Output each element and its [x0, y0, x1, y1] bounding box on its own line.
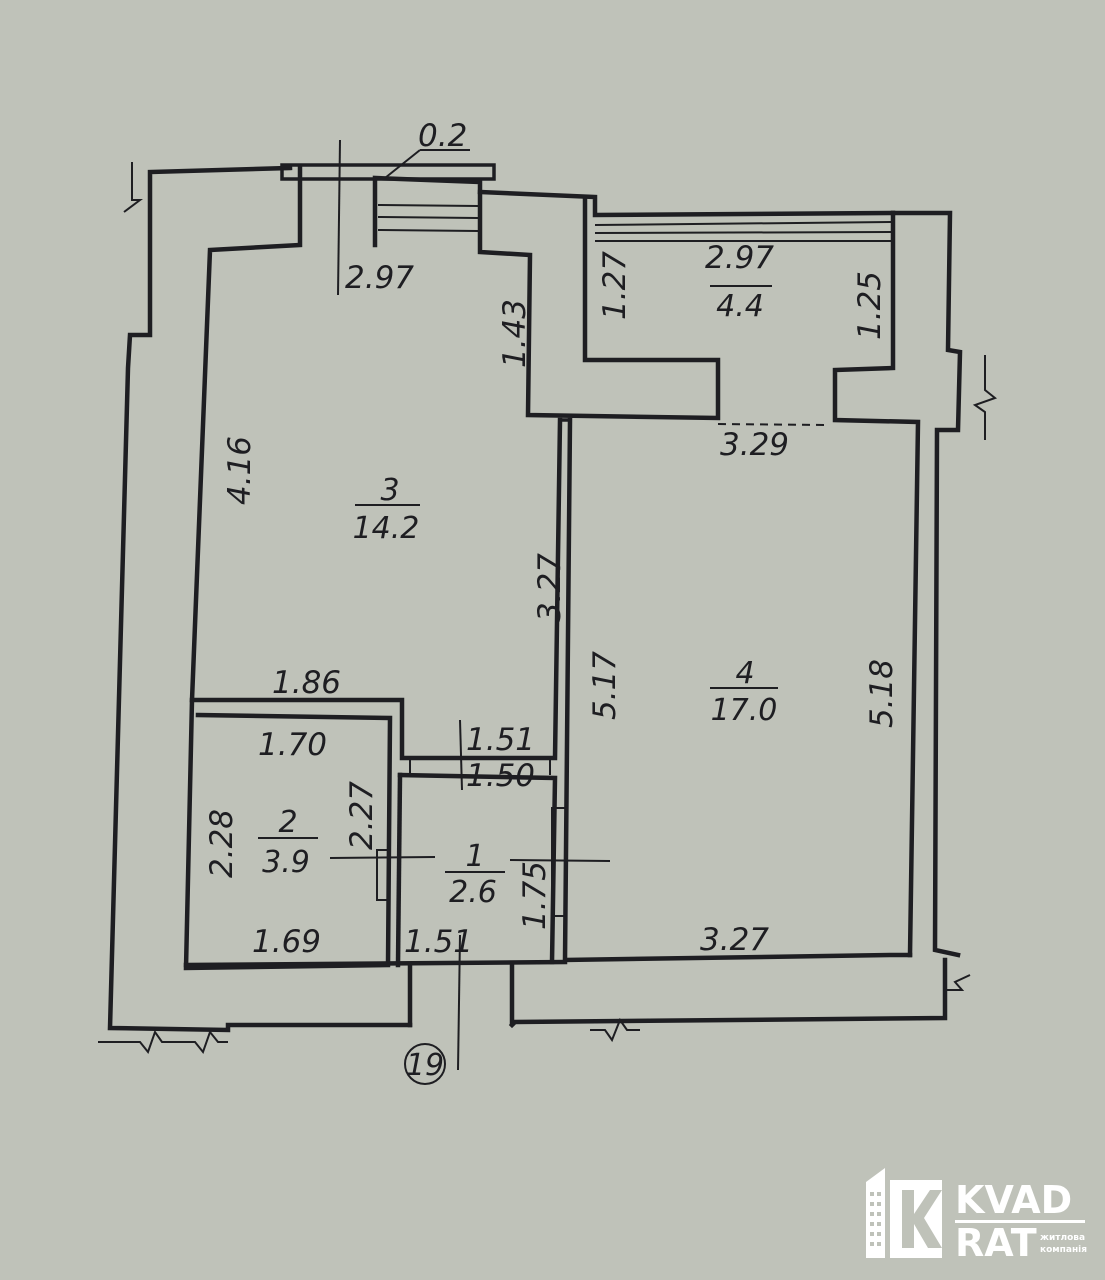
dim-balcony-right: 1.25	[852, 271, 888, 340]
room-4-label: 4 17.0	[710, 656, 778, 728]
apartment-number-circle	[404, 1043, 446, 1085]
room-1-number: 1	[465, 839, 484, 874]
balcony-area: 4.4	[716, 289, 764, 324]
room-3-label: 3 14.2	[353, 473, 420, 546]
dim-room1-bottom: 1.51	[404, 924, 473, 960]
apartment-number: 19	[406, 1048, 444, 1083]
room-4-walls	[560, 417, 913, 963]
dim-room3-left: 4.16	[222, 436, 258, 505]
room-2-label: 2 3.9	[258, 805, 318, 880]
top-window	[280, 163, 496, 232]
dim-balcony-opening: 3.29	[720, 427, 789, 463]
dim-room3-niche: 1.43	[497, 299, 533, 368]
room-3-walls	[189, 165, 721, 761]
dim-room1-right: 1.75	[517, 861, 553, 930]
dim-room3-top: 2.97	[345, 260, 414, 296]
axis-lines	[329, 139, 611, 1085]
room-1-area: 2.6	[449, 875, 497, 910]
dim-wall-thickness: 0.2	[418, 118, 467, 154]
dim-room4-bottom: 3.27	[700, 922, 769, 958]
kvadrat-logo: KVAD RAT житлова компанія	[866, 1168, 1087, 1265]
dim-room4-left: 5.17	[587, 651, 623, 720]
logo-subtitle2: компанія	[1040, 1244, 1087, 1255]
logo-line1: KVAD	[955, 1178, 1072, 1222]
dim-balcony-top: 2.97	[705, 240, 774, 276]
dim-room3-bottom: 1.86	[272, 665, 341, 701]
dim-room4-right: 5.18	[864, 659, 900, 728]
room-2-area: 3.9	[262, 845, 310, 880]
building-icon	[866, 1168, 942, 1258]
logo-subtitle1: житлова	[1040, 1233, 1085, 1243]
dimension-labels: 0.2 2.97 2.97 3.29 1.86 1.70 1.51 1.50 1…	[204, 118, 900, 960]
lower-rooms-walls	[183, 697, 568, 1028]
logo-line2: RAT	[955, 1221, 1037, 1265]
dim-room1-top: 1.50	[466, 758, 535, 794]
balcony-walls	[717, 210, 921, 958]
dim-room3-right: 3.27	[532, 553, 568, 622]
room-labels: 3 14.2 4 17.0 4.4 2 3.9 1 2.6	[258, 285, 778, 910]
dim-room2-top: 1.70	[258, 727, 327, 763]
dim-balcony-left: 1.27	[597, 251, 633, 320]
room-1-label: 1 2.6	[445, 839, 505, 910]
room-4-number: 4	[735, 656, 754, 691]
break-marks	[98, 162, 998, 1055]
room-4-area: 17.0	[711, 693, 778, 728]
dim-room1-top-outer: 1.51	[466, 722, 535, 758]
dim-room2-bottom: 1.69	[252, 924, 321, 960]
room-3-number: 3	[380, 473, 399, 508]
balcony-label: 4.4	[710, 285, 772, 324]
dim-room2-left: 2.28	[204, 809, 240, 878]
dim-room2-right: 2.27	[344, 781, 380, 850]
room-2-number: 2	[278, 805, 297, 840]
room-3-area: 14.2	[353, 511, 420, 546]
